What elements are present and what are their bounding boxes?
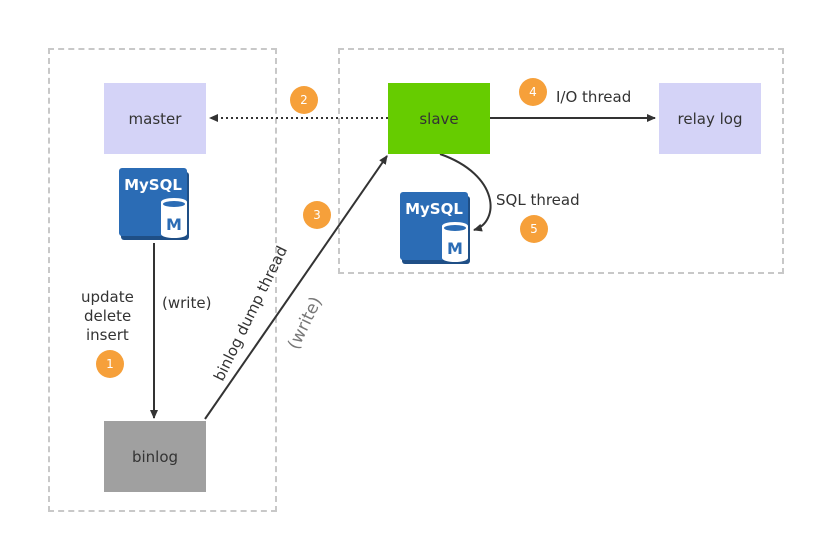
mysql-logo-letter: M: [447, 239, 463, 258]
step-badge-2: 2: [290, 86, 318, 114]
master-group: [48, 48, 277, 512]
insert-op-label: insert: [86, 326, 129, 344]
update-op-label: update: [81, 288, 134, 306]
sql-thread-label: SQL thread: [496, 191, 580, 209]
io-thread-label: I/O thread: [556, 88, 632, 106]
binlog-label: binlog: [131, 447, 179, 466]
step-badge-5: 5: [520, 215, 548, 243]
write-label-master: (write): [162, 294, 212, 312]
relay-log-node: relay log: [659, 83, 761, 154]
binlog-node: binlog: [104, 421, 206, 492]
step-badge-4: 4: [519, 78, 547, 106]
master-label: master: [128, 109, 182, 128]
delete-op-label: delete: [84, 307, 132, 325]
mysql-logo-letter: M: [166, 215, 182, 234]
slave-group: [338, 48, 784, 274]
arrow-slave-to-mysql: [439, 153, 492, 232]
slave-label: slave: [419, 109, 459, 128]
slave-node: slave: [388, 83, 490, 154]
step-badge-3: 3: [303, 201, 331, 229]
arrow-binlog-to-slave: [204, 155, 388, 420]
mysql-logo-text: MySQL: [124, 176, 182, 194]
mysql-logo-text: MySQL: [405, 200, 463, 218]
mysql-master-icon: MySQL M: [119, 168, 191, 242]
step-badge-1: 1: [96, 350, 124, 378]
relay-log-label: relay log: [677, 109, 743, 128]
master-node: master: [104, 83, 206, 154]
mysql-slave-icon: MySQL M: [400, 192, 472, 266]
